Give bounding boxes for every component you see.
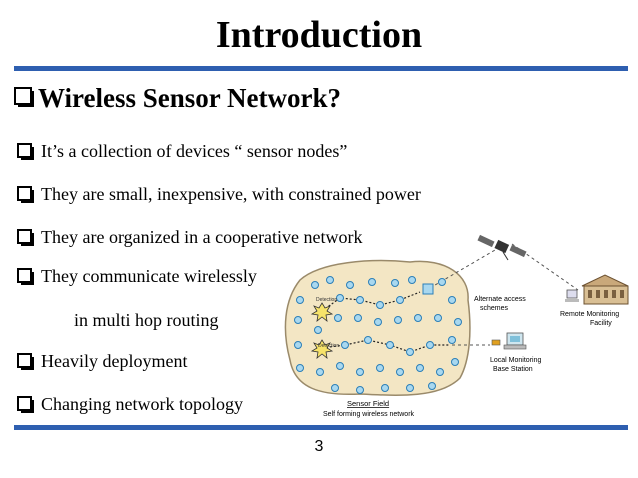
bullet-item: Heavily deployment xyxy=(17,350,188,372)
bullet-item: They are organized in a cooperative netw… xyxy=(17,226,363,248)
bullet-text: Heavily deployment xyxy=(41,351,188,371)
checkbox-bullet-icon xyxy=(17,186,34,203)
detection-burst-icon xyxy=(310,302,334,359)
self-forming-label: Self forming wireless network xyxy=(323,411,415,418)
base-station-icon xyxy=(491,332,527,350)
slide-title: Introduction xyxy=(215,14,423,56)
bullet-text: They are small, inexpensive, with constr… xyxy=(41,184,421,204)
bullet-text: They communicate wirelessly xyxy=(41,266,257,286)
bullet-text: Changing network topology xyxy=(41,394,243,414)
local-monitoring-label: Local Monitoring xyxy=(490,357,541,364)
building-icon xyxy=(581,274,629,305)
page-number: 3 xyxy=(314,438,324,455)
gateway-node xyxy=(422,283,434,295)
checkbox-bullet-icon xyxy=(17,353,34,370)
alternate-access-label: schemes xyxy=(480,305,509,312)
sensor-field-label: Sensor Field xyxy=(347,399,389,408)
bullet-text: They are organized in a cooperative netw… xyxy=(41,227,363,247)
bullet-text: It’s a collection of devices “ sensor no… xyxy=(41,141,348,161)
checkbox-bullet-icon xyxy=(17,143,34,160)
local-monitoring-label: Base Station xyxy=(493,366,533,373)
bullet-item: Changing network topology xyxy=(17,393,243,415)
detection-label: Detection xyxy=(318,343,339,349)
satellite-icon xyxy=(477,234,527,261)
checkbox-bullet-icon xyxy=(17,229,34,246)
sensor-nodes xyxy=(294,276,462,394)
bullet-continuation: in multi hop routing xyxy=(74,310,219,330)
remote-monitoring-label: Facility xyxy=(590,320,612,327)
heading-text: Wireless Sensor Network? xyxy=(38,83,341,113)
top-divider xyxy=(14,66,628,71)
detection-label: Detection xyxy=(316,297,337,303)
bullet-item: It’s a collection of devices “ sensor no… xyxy=(17,140,348,162)
checkbox-bullet-icon xyxy=(14,87,34,107)
bottom-divider xyxy=(14,425,628,430)
alternate-access-label: Alternate access xyxy=(474,296,526,303)
checkbox-bullet-icon xyxy=(17,268,34,285)
bullet-item: They communicate wirelessly xyxy=(17,265,257,287)
heading: Wireless Sensor Network? xyxy=(14,82,341,114)
bullet-item: They are small, inexpensive, with constr… xyxy=(17,183,421,205)
checkbox-bullet-icon xyxy=(17,396,34,413)
computer-icon xyxy=(565,289,579,302)
sensor-network-diagram: Detection Detection Alternate access sch… xyxy=(284,234,629,418)
remote-monitoring-label: Remote Monitoring xyxy=(560,311,619,318)
